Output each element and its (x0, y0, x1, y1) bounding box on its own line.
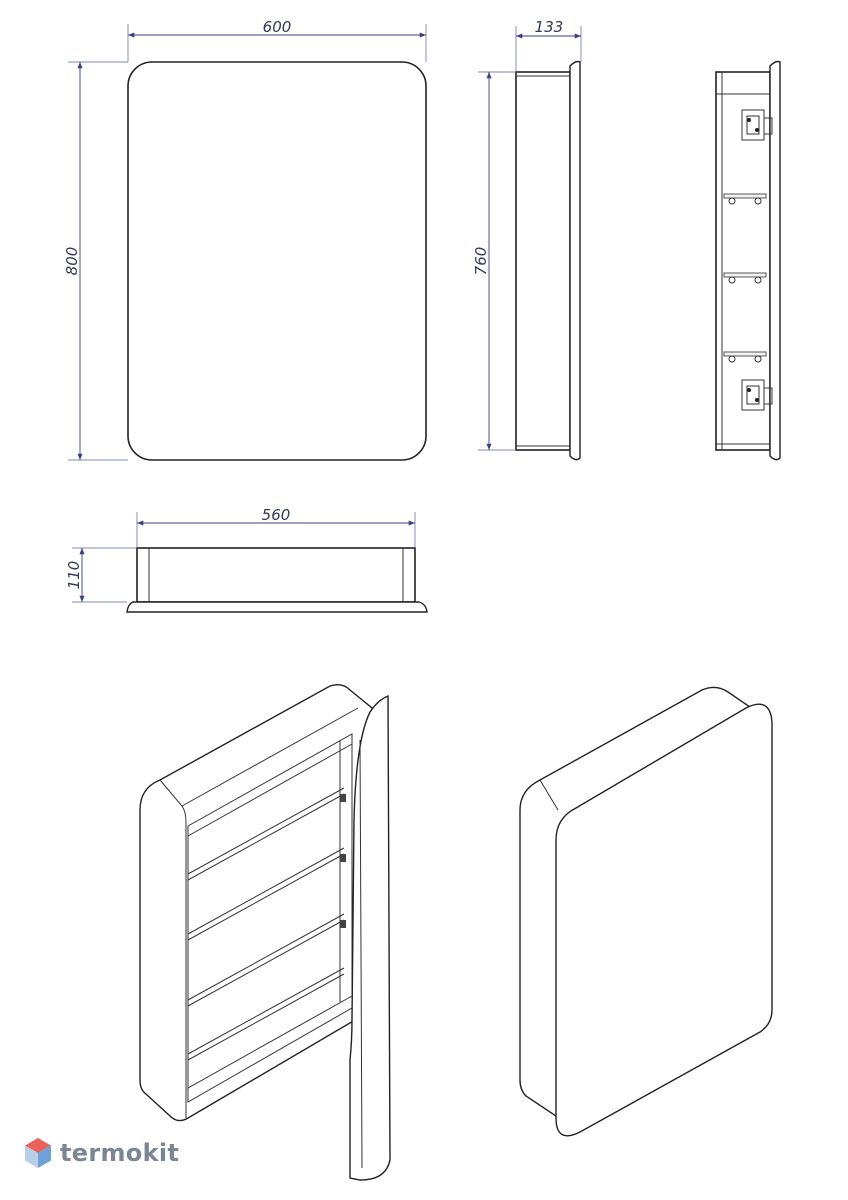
top-body (136, 547, 416, 603)
isometric-open-cabinet (139, 683, 391, 1181)
side-view: 133 760 (472, 18, 582, 461)
front-view: 600 800 (63, 18, 427, 461)
hinge-top (741, 109, 773, 141)
hexagon-logo-icon (25, 1138, 51, 1168)
section-shelves (723, 193, 767, 363)
side-height-label: 760 (472, 247, 490, 276)
side-depth-label: 133 (535, 18, 564, 36)
brand-name: termokit (60, 1139, 180, 1167)
front-width-label: 600 (263, 18, 292, 36)
side-door-profile (569, 60, 581, 461)
top-door-profile (126, 601, 428, 613)
top-depth-label: 110 (65, 561, 83, 590)
front-door-outline (127, 61, 427, 461)
isometric-closed-cabinet (519, 686, 773, 1137)
closed-door-panel (555, 703, 773, 1137)
top-width-label: 560 (262, 506, 291, 524)
hinge-bottom (741, 379, 773, 411)
section-view (715, 60, 781, 461)
brand-logo: termokit (24, 1137, 179, 1169)
open-cabinet-shelves (187, 787, 346, 1061)
top-view: 560 110 (65, 506, 428, 613)
front-height-label: 800 (63, 247, 81, 276)
side-body (515, 71, 571, 451)
